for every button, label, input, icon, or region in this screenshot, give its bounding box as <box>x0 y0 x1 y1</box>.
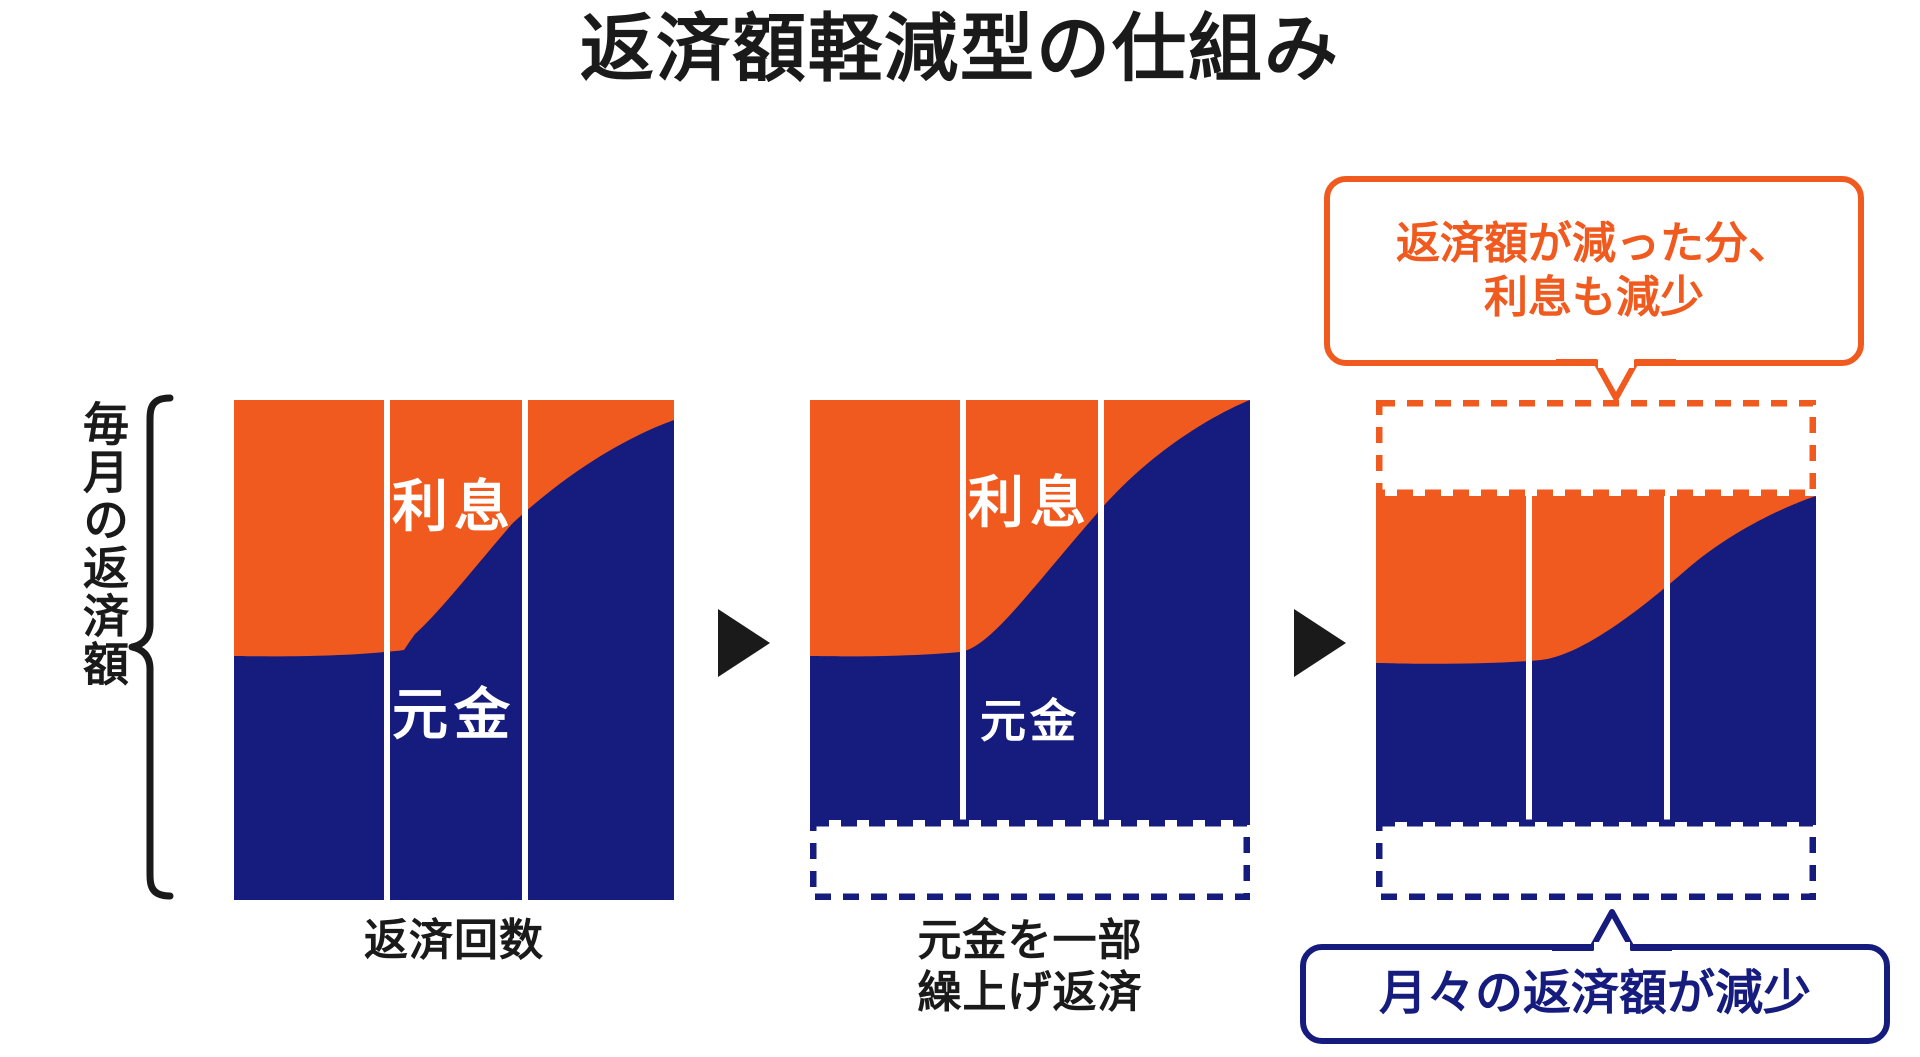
interest-reduction-box <box>1376 400 1816 497</box>
segment-label-principal: 元金 <box>392 683 516 746</box>
chart-caption-before: 返済回数 <box>364 916 544 965</box>
segment-label-interest: 利息 <box>392 475 516 538</box>
chart-before: 利息 元金 <box>234 400 674 900</box>
chart-caption-prepayment: 元金を一部 繰上げ返済 <box>917 916 1143 1017</box>
orange-callout-tail-icon <box>1556 358 1676 409</box>
flow-arrow-1-icon <box>712 605 776 686</box>
monthly-payment-decrease-callout: 月々の返済額が減少 <box>1300 944 1890 1044</box>
page-title: 返済額軽減型の仕組み <box>580 7 1340 90</box>
interest-decrease-callout: 返済額が減った分、 利息も減少 <box>1324 176 1864 366</box>
segment-label-interest: 利息 <box>968 471 1092 534</box>
blue-callout-tail-icon <box>1552 902 1672 957</box>
segment-label-principal: 元金 <box>980 695 1080 747</box>
callout-text: 返済額が減った分、 利息も減少 <box>1396 219 1792 322</box>
chart-prepayment: 利息 元金 <box>810 400 1250 900</box>
flow-arrow-2-icon <box>1288 605 1352 686</box>
curly-brace-icon <box>128 392 174 902</box>
callout-text: 月々の返済額が減少 <box>1378 966 1811 1020</box>
y-axis-label: 毎月の返済額 <box>77 400 129 688</box>
chart-after <box>1376 400 1816 900</box>
payment-reduction-box <box>1376 819 1816 900</box>
